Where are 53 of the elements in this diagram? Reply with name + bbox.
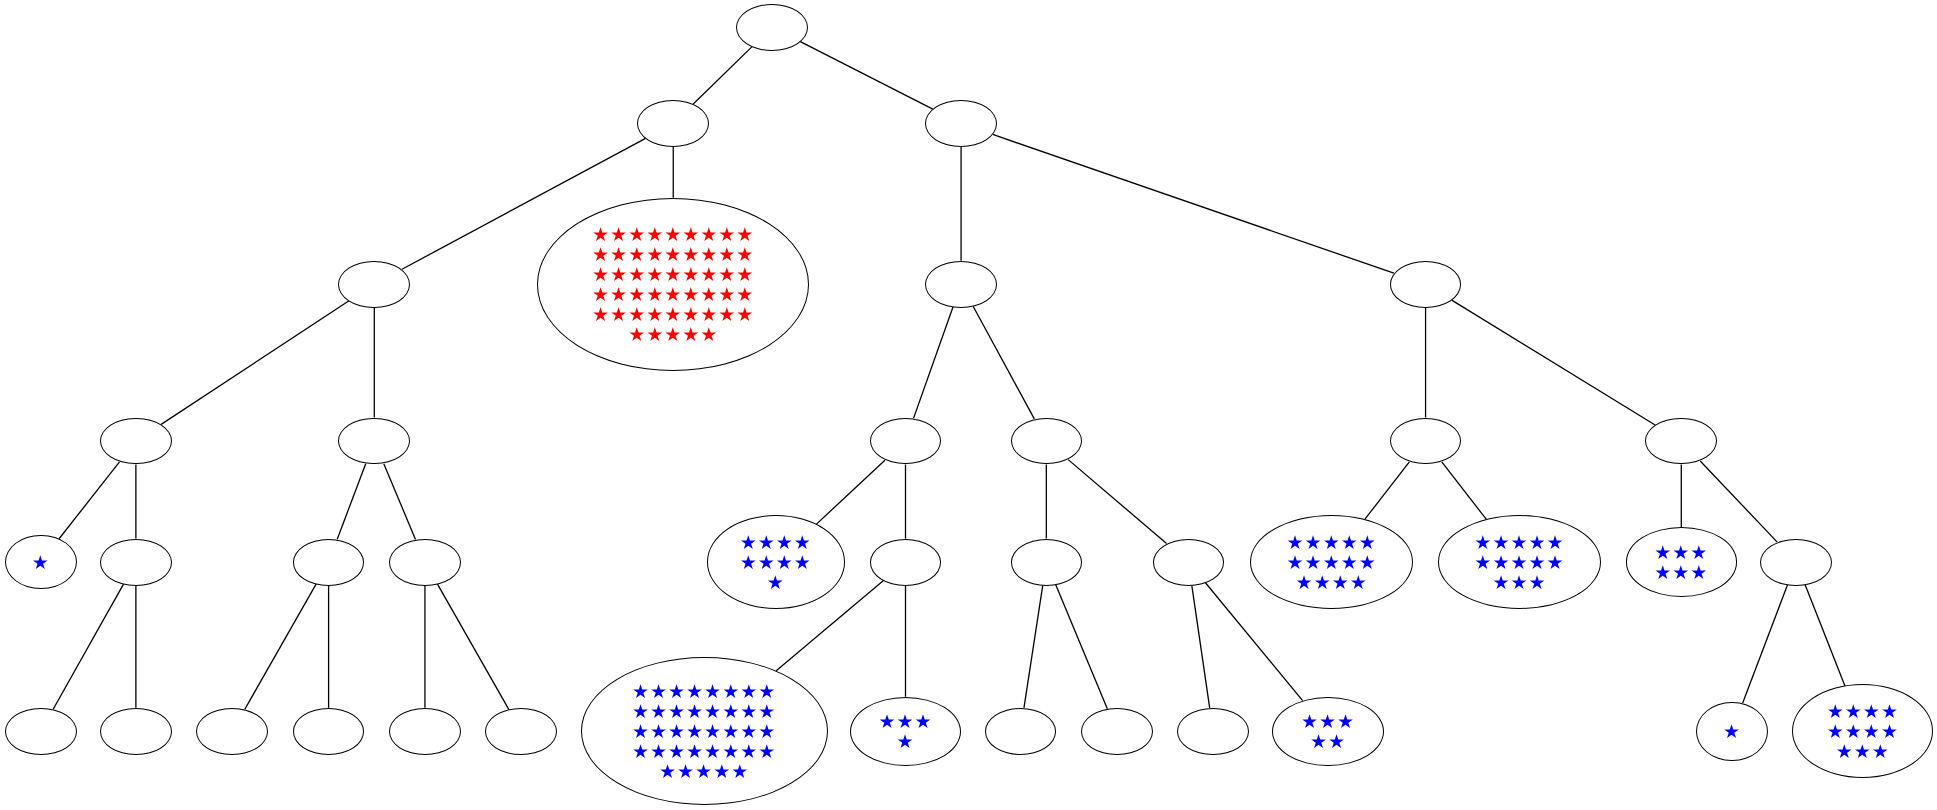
tree-node [925,100,997,147]
connector-line [1067,458,1168,545]
connector-line [436,583,510,710]
star-symbols: ★★★ ★★★ [1654,542,1709,583]
star-symbols: ★ [31,552,50,573]
connector-line [1055,584,1108,710]
connector-line [336,463,367,540]
tree-node [1389,260,1462,308]
tree-node [736,3,808,51]
connector-line [424,584,426,709]
connector-line [160,300,350,426]
star-symbols: ★★★★★ ★★★★★ ★★★★ [1286,532,1377,593]
connector-line [972,305,1035,420]
connector-line [1023,584,1044,709]
connector-line [904,463,907,540]
connector-line [692,46,753,105]
connector-line [1424,306,1427,419]
connector-line [775,579,885,672]
connector-line [383,463,417,541]
connector-line [52,583,125,710]
connector-line [1364,461,1410,520]
connector-line [135,463,137,540]
tree-node [100,417,172,465]
connector-line [1204,582,1304,702]
connector-line [960,146,962,262]
star-symbols: ★★★ ★★ [1300,711,1356,752]
connector-line [1045,463,1047,540]
connector-line [1191,584,1211,709]
connector-line [135,584,137,709]
star-symbols: ★ [1722,721,1741,742]
connector-line [1680,463,1682,529]
connector-line [1742,584,1789,704]
connector-line [672,146,674,199]
connector-line [244,583,317,710]
connector-line [1441,461,1487,520]
star-symbols: ★★★ ★ [878,711,933,752]
star-symbols: ★★★★★ ★★★★★ ★★★ [1474,532,1565,593]
connector-line [992,133,1395,274]
connector-line [1699,460,1778,543]
tree-node [1645,417,1718,465]
tree-node [637,100,710,147]
connector-line [904,584,907,698]
connector-line [1451,299,1656,426]
connector-line [815,459,886,525]
star-symbols: ★★★★ ★★★★ ★★★ [1826,701,1899,762]
connector-line [912,306,954,419]
connector-line [327,584,330,709]
connector-line [58,461,121,540]
star-symbols: ★★★★★★★★★ ★★★★★★★★★ ★★★★★★★★★ ★★★★★★★★★ ★★★★★★★★★ ★★★★★ [592,224,755,345]
star-symbols: ★★★★ ★★★★ ★ [739,532,812,593]
star-symbols: ★★★★★★★★ ★★★★★★★★ ★★★★★★★★ ★★★★★★★★ ★★★★★ [632,681,777,782]
connector-line [373,306,375,419]
tree-node [338,260,411,308]
